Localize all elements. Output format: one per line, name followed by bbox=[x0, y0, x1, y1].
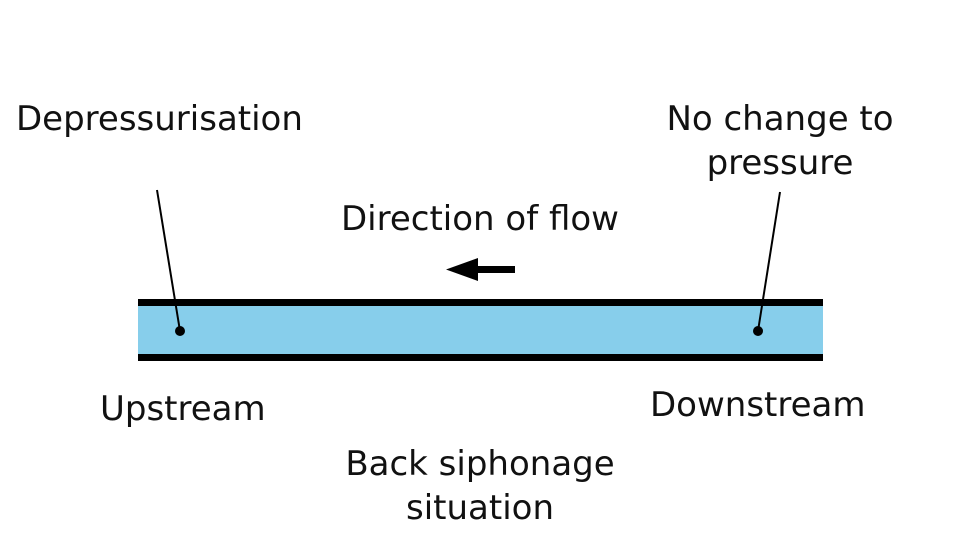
direction-of-flow-label: Direction of flow bbox=[340, 199, 619, 239]
arrow-left-icon bbox=[446, 258, 515, 281]
pipe-top-wall bbox=[138, 299, 823, 306]
pipe-body bbox=[138, 301, 823, 359]
no-change-to-pressure-label: No change to pressure bbox=[655, 97, 905, 185]
downstream-label: Downstream bbox=[650, 385, 866, 425]
pipe-bottom-wall bbox=[138, 354, 823, 361]
no-change-leader-line bbox=[757, 191, 781, 332]
situation-line-2: situation bbox=[405, 488, 554, 528]
no-change-line-1: No change to bbox=[666, 99, 894, 139]
upstream-point bbox=[175, 326, 185, 336]
no-change-line-2: pressure bbox=[706, 143, 854, 183]
downstream-point bbox=[753, 326, 763, 336]
depressurisation-label: Depressurisation bbox=[16, 99, 303, 139]
depressurisation-leader-line bbox=[156, 189, 181, 332]
situation-line-1: Back siphonage bbox=[345, 444, 615, 484]
upstream-label: Upstream bbox=[100, 389, 266, 429]
situation-caption: Back siphonage situation bbox=[330, 442, 630, 530]
